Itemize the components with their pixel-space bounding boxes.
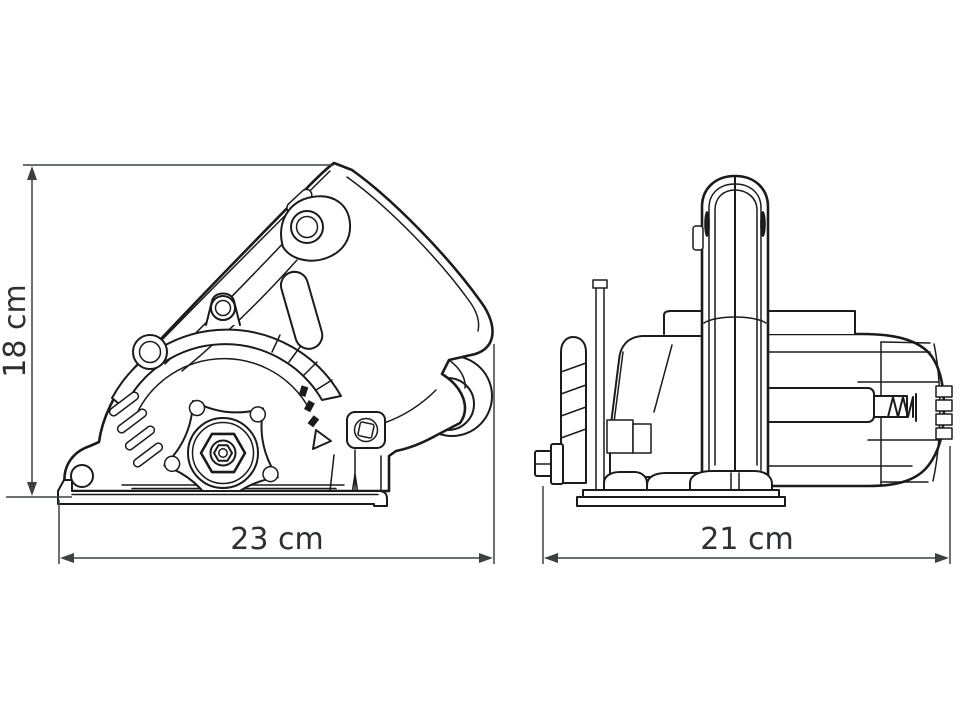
front-view-drawing [534, 174, 953, 507]
gear-housing [606, 335, 703, 478]
arbor-nut [213, 444, 233, 462]
trigger-channel [279, 270, 324, 350]
arrowhead-right [935, 553, 949, 563]
vent-slats [108, 391, 164, 468]
arbor-hex-flange [199, 432, 247, 474]
base-plate-front [576, 489, 786, 507]
rotation-direction-marks [298, 385, 332, 450]
arbor-bolt [534, 443, 564, 485]
width-dimension-label: 23 cm [230, 522, 323, 557]
front-foot-boss [70, 464, 94, 488]
arrowhead-right [479, 553, 493, 563]
front-screw-boss [132, 334, 168, 370]
arrowhead-down [27, 482, 37, 496]
arrowhead-left [60, 553, 74, 563]
width-dimension: 23 cm [58, 344, 495, 564]
height-dimension-label: 18 cm [0, 284, 33, 377]
cord-strain-relief [887, 393, 917, 422]
side-view-drawing [57, 161, 494, 517]
blade-guard [111, 328, 342, 421]
arrowhead-left [544, 553, 558, 563]
blade-guard-loop [689, 174, 773, 493]
depth-dimension: 21 cm [542, 446, 951, 564]
rear-housing-lines [329, 449, 382, 495]
depth-guide-rod [592, 279, 608, 498]
rear-clamp [346, 411, 386, 449]
arbor-hub [163, 399, 279, 514]
height-dimension: 18 cm [0, 164, 334, 498]
arrowhead-up [27, 166, 37, 180]
depth-knob-boss [280, 195, 352, 262]
guard-pivot-boss [205, 292, 241, 326]
cord-grommet-ribs [935, 385, 953, 440]
depth-dimension-label: 21 cm [700, 522, 793, 557]
blade-flange-stack [560, 336, 587, 484]
